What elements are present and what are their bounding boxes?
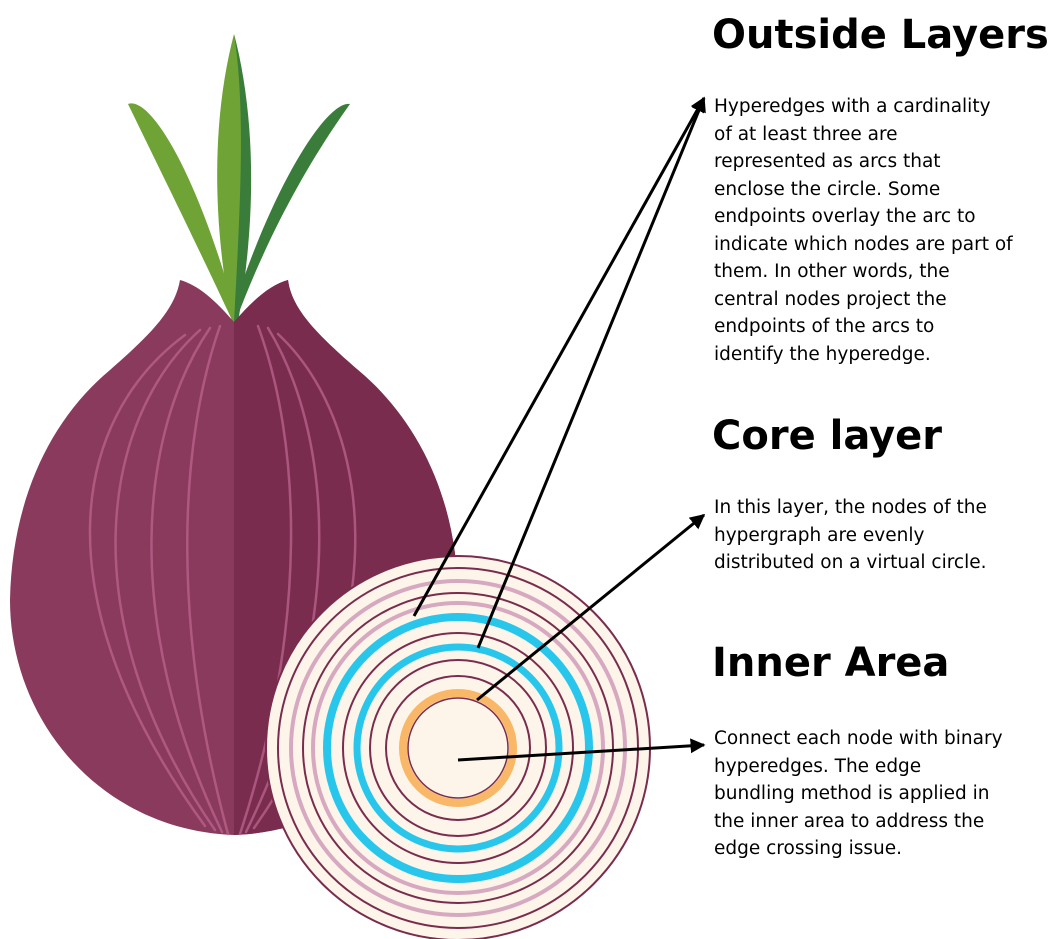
onion-slice xyxy=(266,556,650,939)
core-layer-description: In this layer, the nodes of the hypergra… xyxy=(714,494,987,577)
inner-area-ring xyxy=(408,698,508,798)
outside-arrow-2 xyxy=(478,98,704,648)
core-layer-title: Core layer xyxy=(712,413,942,459)
onion-leaves xyxy=(128,34,350,322)
outside-arrow-1 xyxy=(414,98,704,616)
inner-area-description: Connect each node with binary hyperedges… xyxy=(714,725,1003,863)
outside-layers-title: Outside Layers xyxy=(712,12,1049,58)
leaf-right xyxy=(236,104,350,320)
outside-layers-description: Hyperedges with a cardinality of at leas… xyxy=(714,93,1013,368)
inner-area-title: Inner Area xyxy=(712,640,949,686)
